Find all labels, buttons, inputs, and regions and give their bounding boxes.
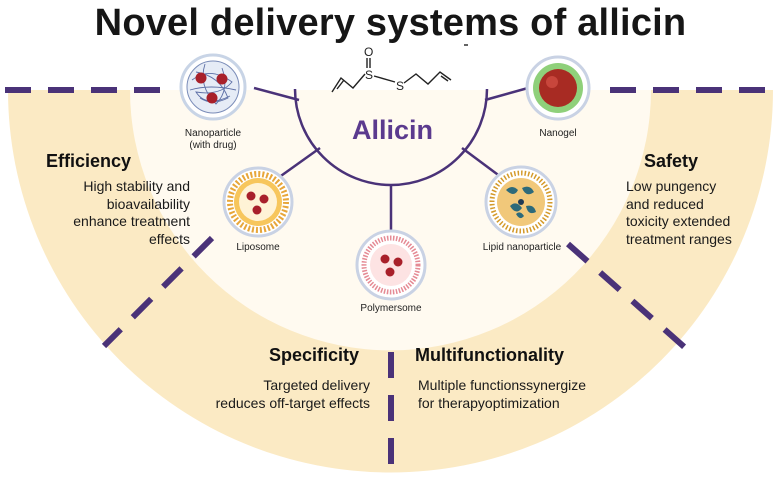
divider-lower-left [101,235,215,349]
allicin-hub-arc [293,88,489,187]
oxygen-atom: O [364,45,373,59]
multifunctionality-title: Multifunctionality [415,345,564,365]
nanogel-label: Nanogel [539,128,577,139]
nanoparticle-label: Nanoparticle (with drug) [184,128,242,151]
efficiency-title: Efficiency [46,151,132,171]
lipid-nanoparticle-icon [484,165,558,239]
nanoparticle-icon [179,53,247,121]
allicin-molecule [331,44,468,93]
lipid-nanoparticle-label: Lipid nanoparticle [482,242,562,253]
dashed-dividers [5,87,778,481]
specificity-body: Targeted delivery reduces off-target eff… [215,377,370,411]
efficiency-body: High stability and bioavailability enhan… [73,178,190,247]
polymersome-label: Polymersome [360,303,422,314]
specificity-title: Specificity [268,345,359,365]
sulfur-atom-2: S [396,79,404,93]
allicin-label: Allicin [351,115,433,145]
safety-title: Safety [644,151,699,171]
page-title: Novel delivery systems of allicin [94,2,687,44]
connector-nanoparticle [253,86,300,102]
connector-liposome [277,146,321,180]
sulfur-atom-1: S [365,68,373,82]
safety-body: Low pungency and reduced toxicity extend… [626,178,732,247]
connector-nanogel [484,86,529,102]
liposome-label: Liposome [236,242,280,253]
nanogel-icon [525,55,591,121]
multifunctionality-body: Multiple functionssynergize for therapyo… [418,377,587,411]
polymersome-icon [355,229,427,301]
liposome-icon [222,166,294,238]
divider-lower-right [566,241,692,355]
